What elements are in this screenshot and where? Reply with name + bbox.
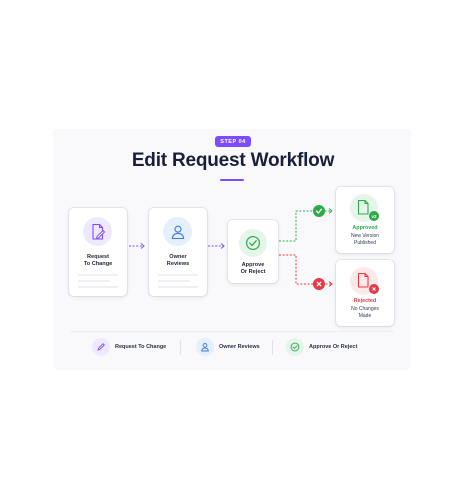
node-request-label-line1: Request <box>86 254 110 260</box>
rejected-line2: Made <box>358 312 372 319</box>
arrow-to-approved <box>279 208 333 242</box>
node-request-label: Request To Change <box>69 254 127 268</box>
node-owner-label-line1: Owner <box>169 254 187 260</box>
outcome-rejected[interactable]: Rejected No Changes Made <box>336 260 394 326</box>
pencil-icon <box>92 338 110 356</box>
placeholder-line <box>78 280 110 282</box>
step-badge: STEP 04 <box>215 136 251 147</box>
node-decision-label-line1: Approve <box>241 262 265 268</box>
node-request-to-change[interactable]: Request To Change <box>69 208 127 296</box>
document-edit-icon <box>83 217 112 246</box>
legend-request-label: Request To Change <box>115 344 167 350</box>
approved-line1: New Version <box>350 233 380 239</box>
outcome-approved[interactable]: v2 Approved New Version Published <box>336 187 394 253</box>
reject-branch-x-icon <box>313 278 325 290</box>
approved-title: Approved <box>352 225 378 231</box>
placeholder-line <box>158 274 198 276</box>
user-icon <box>163 217 192 246</box>
legend-divider <box>70 331 394 332</box>
node-decision-label: Approve Or Reject <box>228 262 278 276</box>
approve-branch-check-icon <box>313 205 325 217</box>
placeholder-line <box>158 286 198 288</box>
placeholder-line <box>78 274 118 276</box>
approved-line2: Published <box>354 239 376 246</box>
title-underline <box>220 179 244 181</box>
rejected-line1: No Changes <box>351 306 379 312</box>
arrow-to-rejected <box>279 254 333 287</box>
version-badge: v2 <box>369 211 379 221</box>
legend-separator <box>272 340 273 355</box>
node-approve-or-reject[interactable]: Approve Or Reject <box>228 220 278 283</box>
rejected-title: Rejected <box>353 298 377 304</box>
user-icon <box>196 338 214 356</box>
check-circle-icon <box>286 338 304 356</box>
legend-owner-label: Owner Reviews <box>219 344 260 350</box>
node-owner-reviews[interactable]: Owner Reviews <box>149 208 207 296</box>
node-owner-label-line2: Reviews <box>166 261 190 267</box>
page-title: Edit Request Workflow <box>131 150 335 171</box>
placeholder-line <box>158 280 190 282</box>
node-request-label-line2: To Change <box>83 261 113 267</box>
version-badge-label: v2 <box>371 213 377 219</box>
legend-decision-label: Approve Or Reject <box>309 344 358 350</box>
check-circle-icon <box>239 229 267 257</box>
arrow-owner-to-decision <box>208 243 225 249</box>
legend-separator <box>180 340 181 355</box>
node-owner-label: Owner Reviews <box>149 254 207 268</box>
placeholder-line <box>78 286 118 288</box>
node-decision-label-line2: Or Reject <box>240 269 266 275</box>
arrow-request-to-owner <box>129 243 145 249</box>
rejected-x-badge-icon <box>369 284 379 294</box>
